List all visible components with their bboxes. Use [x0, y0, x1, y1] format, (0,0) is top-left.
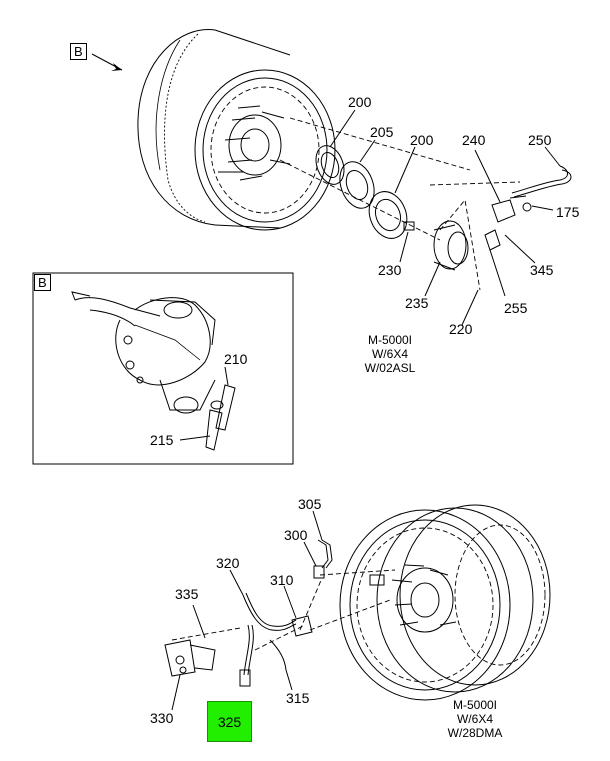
part-label-305[interactable]: 305	[298, 496, 322, 512]
part-label-330[interactable]: 330	[150, 710, 174, 726]
part-label-240[interactable]: 240	[462, 132, 486, 148]
bottom-wheel-drawing	[164, 504, 551, 711]
model-note-bottom: M-5000I W/6X4 W/28DMA	[440, 698, 510, 740]
model-note-line: W/28DMA	[447, 726, 503, 740]
part-label-215[interactable]: 215	[150, 432, 174, 448]
model-note-line: W/02ASL	[364, 361, 416, 375]
model-note-line: M-5000I	[367, 333, 413, 347]
part-label-230[interactable]: 230	[378, 262, 402, 278]
part-label-220[interactable]: 220	[449, 321, 473, 337]
part-label-325-highlighted[interactable]: 325	[207, 701, 252, 742]
part-label-345[interactable]: 345	[530, 262, 554, 278]
part-label-315[interactable]: 315	[286, 690, 310, 706]
top-wheel-drawing	[91, 29, 572, 326]
view-label-b: B	[70, 43, 87, 60]
part-label-210[interactable]: 210	[224, 351, 248, 367]
model-note-line: M-5000I	[452, 698, 498, 712]
detail-box-b	[32, 272, 294, 465]
model-note-line: W/6X4	[371, 347, 408, 361]
part-label-175[interactable]: 175	[556, 204, 580, 220]
part-label-205[interactable]: 205	[370, 124, 394, 140]
part-label-250[interactable]: 250	[528, 132, 552, 148]
part-label-320[interactable]: 320	[216, 555, 240, 571]
part-label-255[interactable]: 255	[504, 300, 528, 316]
part-label-235[interactable]: 235	[405, 295, 429, 311]
part-label-300[interactable]: 300	[284, 527, 308, 543]
part-label-335[interactable]: 335	[175, 586, 199, 602]
part-label-200[interactable]: 200	[348, 94, 372, 110]
model-note-top: M-5000I W/6X4 W/02ASL	[360, 333, 420, 375]
detail-label-b: B	[34, 274, 51, 291]
model-note-line: W/6X4	[456, 712, 493, 726]
part-label-310[interactable]: 310	[270, 572, 294, 588]
part-label-200[interactable]: 200	[410, 132, 434, 148]
